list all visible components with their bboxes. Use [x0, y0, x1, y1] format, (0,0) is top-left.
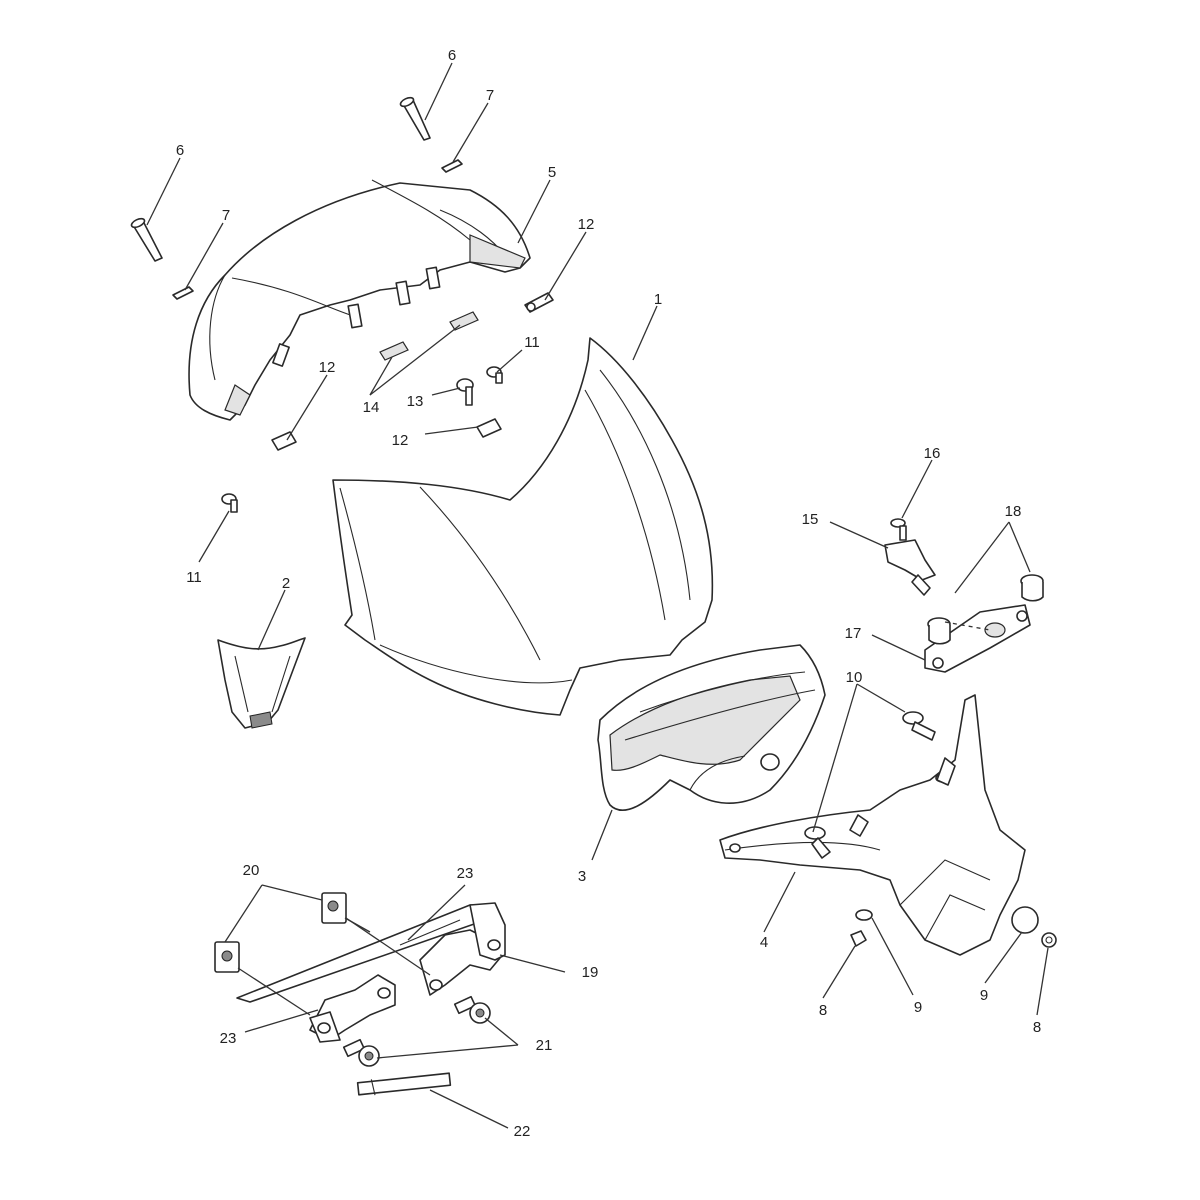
callout-12-upper-right: 12 — [578, 216, 595, 233]
part-6-screw-left — [130, 217, 163, 262]
part-1-fairing — [332, 337, 714, 716]
part-8-nut-right — [1041, 932, 1057, 948]
callout-23-bottom: 23 — [220, 1030, 237, 1047]
part-12-clip-left — [271, 431, 297, 451]
part-21-bolt-lower — [342, 1038, 380, 1067]
part-16-screw — [890, 518, 907, 541]
callout-17: 17 — [845, 625, 862, 642]
callout-9-right: 9 — [980, 987, 988, 1004]
part-12-clip-center — [476, 418, 502, 438]
part-9-washer-left — [855, 909, 873, 921]
callout-12-left: 12 — [319, 359, 336, 376]
callout-16: 16 — [924, 445, 941, 462]
leader-lines — [146, 62, 1049, 1129]
callout-14: 14 — [363, 399, 380, 416]
part-13-screw — [456, 378, 474, 406]
callout-11-right: 11 — [524, 334, 540, 351]
callout-2: 2 — [282, 575, 290, 592]
callout-8-left: 8 — [819, 1002, 827, 1019]
part-12-clip-upper-right — [524, 292, 554, 313]
part-6-screw-top — [399, 96, 431, 141]
callout-10: 10 — [846, 669, 863, 686]
part-15-sensor — [884, 539, 936, 596]
callout-20: 20 — [243, 862, 260, 879]
part-19-lower-bracket — [236, 902, 506, 1043]
part-5-upper-cowl — [188, 179, 531, 421]
part-21-bolt-upper — [453, 995, 491, 1024]
part-4-bracket — [719, 694, 1026, 956]
callout-7-top: 7 — [486, 87, 494, 104]
callout-3: 3 — [578, 868, 586, 885]
callout-12-center: 12 — [392, 432, 409, 449]
part-3-headlight — [597, 644, 826, 811]
part-10-rivet-lower — [804, 826, 831, 859]
callout-15: 15 — [802, 511, 819, 528]
part-7-washer-left — [172, 286, 194, 300]
callout-21: 21 — [536, 1037, 553, 1054]
callout-11-left: 11 — [186, 569, 202, 586]
part-11-screw-left — [221, 493, 238, 513]
part-9-washer-right — [1011, 906, 1039, 934]
callout-4: 4 — [760, 934, 768, 951]
callout-5: 5 — [548, 164, 556, 181]
callout-7-left: 7 — [222, 207, 230, 224]
part-22-strip — [356, 1072, 452, 1096]
callout-1: 1 — [654, 291, 662, 308]
callout-6-left: 6 — [176, 142, 184, 159]
part-14-grommet-a — [379, 341, 409, 361]
callout-19: 19 — [582, 964, 599, 981]
callout-6-top: 6 — [448, 47, 456, 64]
callout-13: 13 — [407, 393, 424, 410]
part-18-grommet-right — [1020, 574, 1044, 602]
part-20-clip-nut-upper — [321, 892, 347, 924]
part-2-front-panel — [217, 637, 306, 729]
part-11-screw-right — [486, 366, 503, 384]
part-20-clip-nut-lower — [214, 941, 240, 973]
part-10-rivet-upper — [902, 711, 936, 741]
callout-9-left: 9 — [914, 999, 922, 1016]
part-8-nut-left — [850, 930, 867, 947]
part-14-grommet-b — [449, 311, 479, 331]
callout-18: 18 — [1005, 503, 1022, 520]
callout-labels: 1 2 3 4 5 6 6 7 7 8 8 9 9 10 11 11 12 12… — [176, 47, 1041, 1140]
part-17-bracket — [924, 604, 1031, 673]
callout-23-top: 23 — [457, 865, 474, 882]
part-7-washer-top — [441, 159, 463, 173]
part-18-grommet-left — [927, 617, 951, 645]
callout-8-right: 8 — [1033, 1019, 1041, 1036]
callout-22: 22 — [514, 1123, 531, 1140]
